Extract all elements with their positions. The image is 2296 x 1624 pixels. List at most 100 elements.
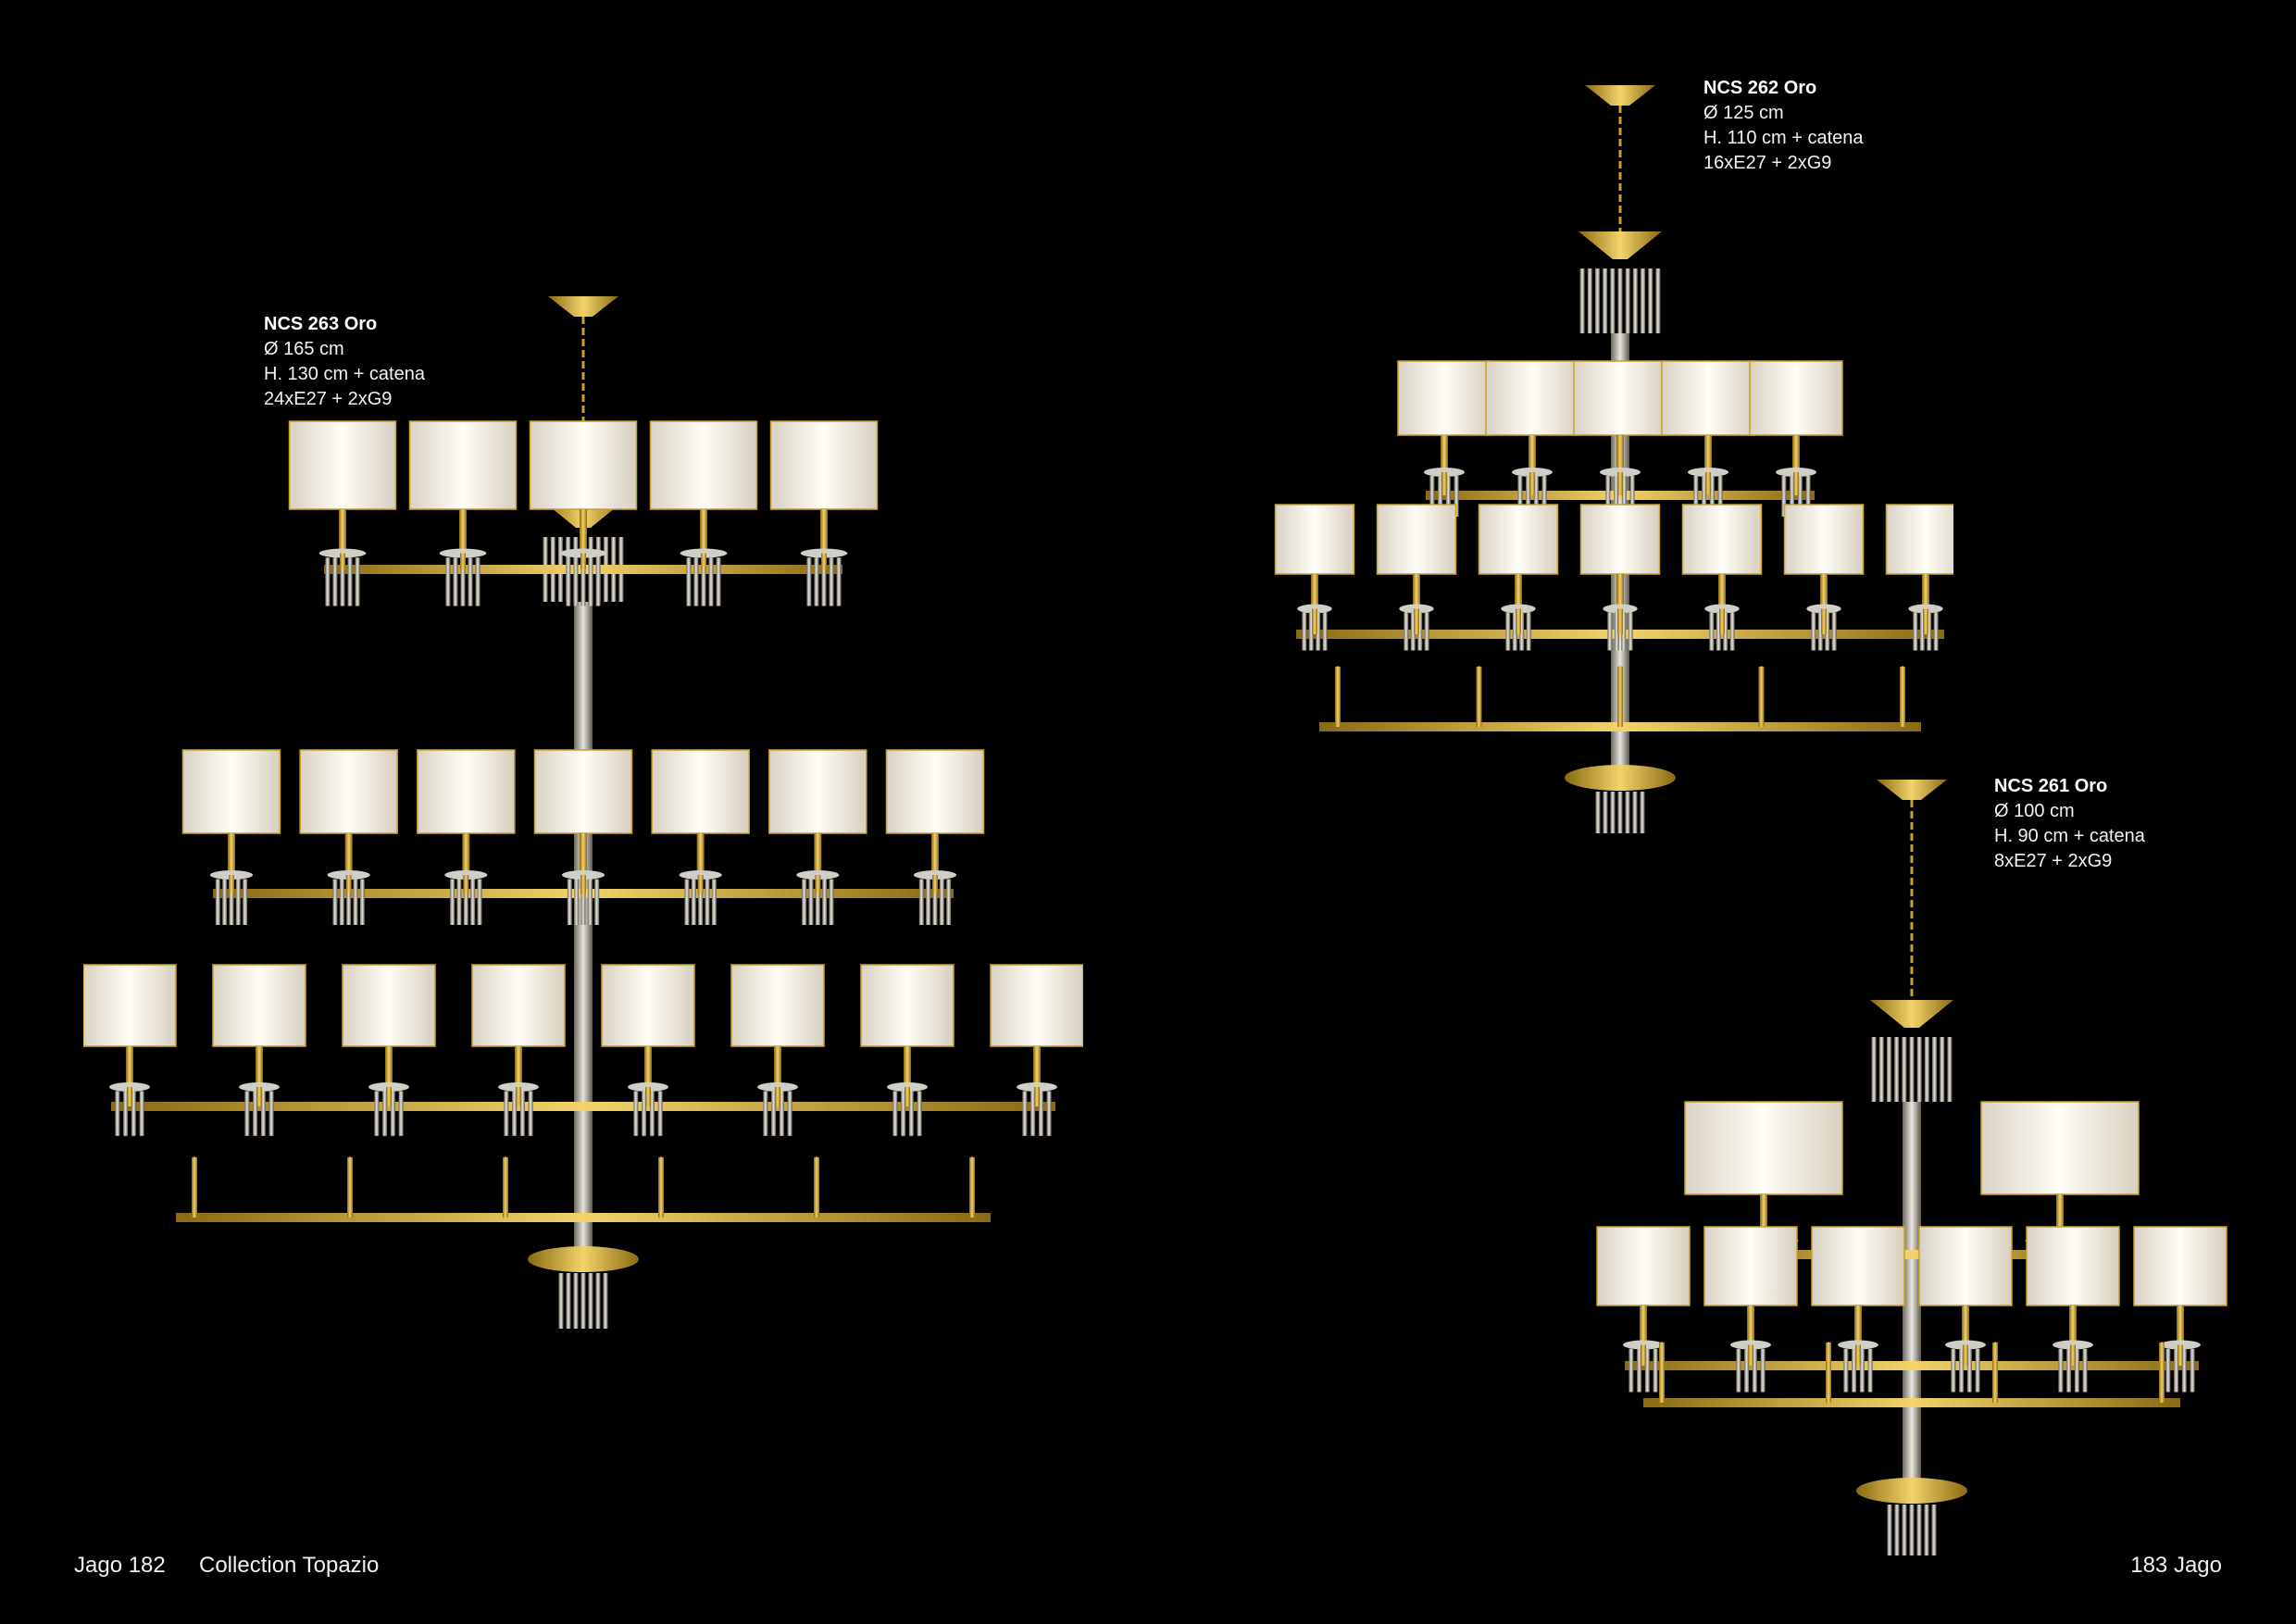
crystal-drop <box>1760 1348 1766 1393</box>
crystal-drop <box>332 879 338 925</box>
page-number-right: 183 Jago <box>2130 1553 2222 1578</box>
lamp-shade <box>299 749 398 834</box>
crystal-drop <box>115 1091 120 1136</box>
arm-upright <box>1617 667 1623 727</box>
crystal-drop <box>1022 1091 1028 1136</box>
crystal-drop <box>708 557 714 606</box>
crystal-drop <box>594 879 600 925</box>
crystal-drop <box>1038 1091 1043 1136</box>
crystal-drop <box>1709 476 1715 517</box>
crystal-drop <box>2066 1348 2072 1393</box>
crystal-drop <box>1805 476 1811 517</box>
lamp-shade <box>1579 504 1661 575</box>
crystal-drop <box>2174 1348 2179 1393</box>
ceiling-canopy <box>548 296 618 317</box>
crystal-drop <box>131 1091 136 1136</box>
lamp-shade <box>1703 1226 1798 1306</box>
lamp-stem <box>696 833 705 871</box>
crystal-drop <box>1924 1505 1929 1555</box>
lamp-shade <box>288 420 397 510</box>
crystal-drop <box>1811 612 1816 651</box>
crystal-drop <box>1916 1505 1922 1555</box>
crystal-drop <box>1940 1037 1945 1102</box>
crystal-drop <box>633 1091 639 1136</box>
crystal-drop <box>684 879 690 925</box>
crystal-drop <box>374 1091 380 1136</box>
central-column <box>1903 1102 1921 1491</box>
crystal-drop <box>1632 792 1638 833</box>
lamp-stem <box>228 833 235 871</box>
arm-upright <box>2159 1343 2165 1403</box>
crystal-drop <box>1933 612 1939 651</box>
crystal-drop <box>1641 269 1646 333</box>
crystal-drop <box>829 557 834 606</box>
crystal-drop <box>1913 612 1918 651</box>
bottom-hub <box>528 1246 639 1272</box>
bottom-hub <box>1856 1478 1967 1504</box>
lamp-shade <box>471 964 566 1047</box>
lamp-shade <box>83 964 177 1047</box>
crystal-drop <box>2082 1348 2088 1393</box>
crystal-drop <box>1605 476 1611 517</box>
crystal-drop <box>332 557 338 606</box>
crystal-drop <box>340 557 345 606</box>
crystal-drop <box>691 879 696 925</box>
gold-arm <box>1745 1250 2078 1259</box>
lamp-shade <box>1681 504 1763 575</box>
arm-upright <box>1855 1344 1861 1366</box>
crystal-drop <box>705 879 710 925</box>
lamp-stem <box>1718 574 1726 606</box>
product-height: H. 90 cm + catena <box>1994 826 2145 846</box>
arm-upright <box>1659 1343 1665 1403</box>
gold-arm <box>111 1102 1055 1111</box>
product-spec-ncs-261: NCS 261 Oro Ø 100 cm H. 90 cm + catena 8… <box>1994 774 2145 874</box>
crystal-drop <box>1902 1505 1907 1555</box>
arm-upright <box>1748 1344 1753 1366</box>
lamp-stem <box>904 1046 911 1083</box>
arm-upright <box>1705 472 1711 495</box>
lamp-stem <box>931 833 939 871</box>
crystal-drop <box>1644 1348 1650 1393</box>
crystal-drop <box>1617 792 1623 833</box>
arm-upright <box>1641 1344 1646 1366</box>
arm-upright <box>932 875 938 893</box>
crystal-drop <box>1729 612 1735 651</box>
crystal-drop <box>1454 476 1459 517</box>
crystal-drop <box>1951 1348 1956 1393</box>
crystal-drop <box>1579 269 1585 333</box>
crystal-drop <box>450 879 455 925</box>
crystal-drop <box>1653 1348 1658 1393</box>
lamp-shade <box>1573 360 1667 436</box>
crystal-drop <box>1843 1348 1849 1393</box>
upper-cup <box>1870 1000 1953 1028</box>
crystal-drop <box>1831 612 1837 651</box>
product-spec-ncs-263: NCS 263 Oro Ø 165 cm H. 130 cm + catena … <box>264 312 425 412</box>
lamp-shade <box>769 420 879 510</box>
crystal-drop <box>1621 476 1627 517</box>
crystal-drop <box>1781 476 1787 517</box>
lamp-stem <box>1640 1305 1647 1342</box>
ceiling-canopy <box>1877 780 1947 800</box>
lamp-shade <box>529 420 638 510</box>
crystal-drop <box>346 879 352 925</box>
arm-upright <box>516 1087 521 1106</box>
lamp-shade <box>1274 504 1355 575</box>
arm-upright <box>1826 1343 1831 1403</box>
crystal-drop <box>1533 476 1539 517</box>
lamp-stem <box>1704 435 1712 468</box>
crystal-drop <box>468 557 473 606</box>
lamp-shade <box>1661 360 1755 436</box>
crystal-drop <box>892 1091 898 1136</box>
lamp-stem <box>820 509 828 549</box>
crystal-drop <box>1628 612 1633 651</box>
crystal-drop <box>355 557 360 606</box>
crystal-drop <box>253 1091 258 1136</box>
lamp-shade <box>990 964 1083 1047</box>
crystal-drop <box>243 879 248 925</box>
crystal-drop <box>1723 612 1728 651</box>
arm-upright <box>347 1157 353 1218</box>
product-spec-ncs-262: NCS 262 Oro Ø 125 cm H. 110 cm + catena … <box>1703 76 1864 176</box>
lamp-shade <box>1749 360 1843 436</box>
crystal-drop <box>1517 476 1523 517</box>
crystal-drop <box>382 1091 388 1136</box>
